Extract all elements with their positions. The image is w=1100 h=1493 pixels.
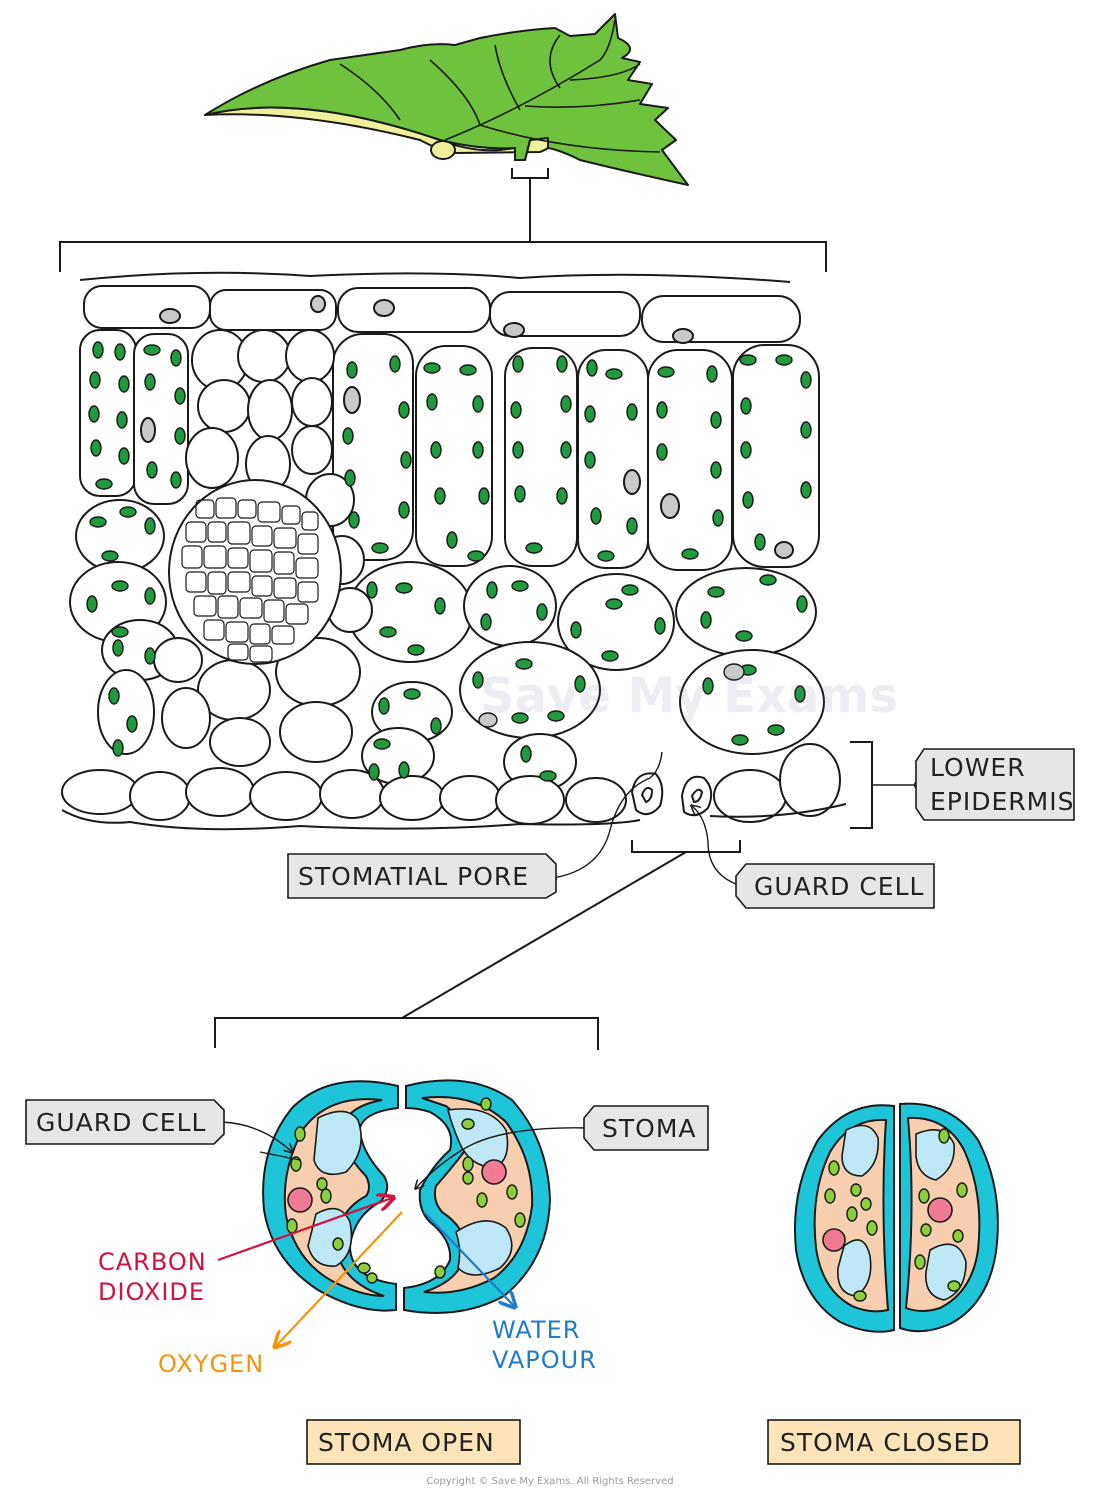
oxygen-label: OXYGEN	[158, 1350, 264, 1378]
stoma-closed	[793, 1102, 999, 1333]
guard-cell-stoma-label-box	[25, 1099, 225, 1145]
guard-cell-section-callout: GUARD CELL	[692, 806, 935, 909]
stoma-connector	[214, 840, 741, 1050]
guard-cell-section-label: GUARD CELL	[754, 872, 924, 901]
stoma-open	[262, 1079, 552, 1314]
carbon-dioxide-label-line1: CARBON	[98, 1248, 207, 1276]
oxygen-arrow	[276, 1211, 403, 1346]
carbon-dioxide-arrow	[217, 1198, 392, 1262]
stoma-open-label: STOMA OPEN	[318, 1428, 495, 1457]
leaf-cross-section	[61, 271, 847, 831]
guard-cell-stoma-callout: GUARD CELL	[25, 1099, 301, 1161]
lower-epidermis-label-box	[915, 748, 1075, 821]
leaf-midrib-section	[430, 140, 456, 160]
closed-vacuole	[837, 1239, 872, 1297]
water-vapour-label-line2: VAPOUR	[492, 1346, 597, 1374]
open-vacuole	[307, 1207, 353, 1267]
lower-cuticle	[61, 809, 641, 831]
stoma-closed-label: STOMA CLOSED	[780, 1428, 991, 1457]
stomatial-pore-label: STOMATIAL PORE	[298, 862, 529, 891]
water-vapour-arrow	[423, 1211, 514, 1306]
upper-epidermis-nuclei	[159, 295, 694, 344]
carbon-dioxide-label-line2: DIOXIDE	[98, 1278, 205, 1306]
copyright-text: Copyright © Save My Exams. All Rights Re…	[426, 1476, 673, 1487]
watermark-text: Save My Exams	[480, 668, 898, 724]
leaf-illustration	[204, 13, 689, 186]
open-vacuole	[313, 1110, 362, 1176]
leaf-blade	[204, 13, 689, 186]
chloroplasts	[86, 341, 812, 782]
guard-cell-stoma-label: GUARD CELL	[36, 1108, 206, 1137]
stoma-open-label-box	[306, 1419, 521, 1465]
cuticle	[79, 271, 791, 283]
lower-epidermis-cells	[61, 743, 841, 825]
stoma-closed-label-box	[767, 1419, 1021, 1465]
palisade-nuclei	[140, 386, 794, 559]
lower-epidermis-callout: LOWER EPIDERMIS	[850, 741, 1075, 829]
stoma-callout: STOMA	[416, 1105, 709, 1188]
lower-epidermis-label-line2: EPIDERMIS	[930, 787, 1074, 816]
closed-nucleus	[927, 1197, 953, 1223]
stoma-label: STOMA	[602, 1114, 697, 1143]
stomatial-pore-label-box	[287, 853, 557, 899]
stomatial-pore-callout: STOMATIAL PORE	[287, 751, 663, 899]
spongy-nuclei	[478, 663, 745, 728]
stoma-closed-label-group: STOMA CLOSED	[767, 1419, 1021, 1465]
open-nucleus	[481, 1159, 507, 1185]
leaf-veins	[339, 19, 661, 153]
stoma-label-box	[583, 1105, 709, 1151]
closed-nucleus	[822, 1228, 846, 1252]
watermark: Save My Exams	[480, 668, 898, 724]
closed-guard-chloroplasts	[824, 1128, 968, 1302]
vascular-bundle-cells	[181, 497, 319, 663]
stoma-open-label-group: STOMA OPEN	[306, 1419, 521, 1465]
section-guard-cells	[630, 772, 713, 817]
guard-cell-section-label-box	[735, 863, 935, 909]
closed-vacuole	[841, 1124, 879, 1177]
open-nucleus	[287, 1187, 313, 1213]
lower-epidermis-label-line1: LOWER	[930, 753, 1026, 782]
gas-exchange-arrows	[217, 1198, 514, 1346]
water-vapour-label-line1: WATER	[492, 1316, 580, 1344]
leaf-connector	[59, 168, 827, 272]
